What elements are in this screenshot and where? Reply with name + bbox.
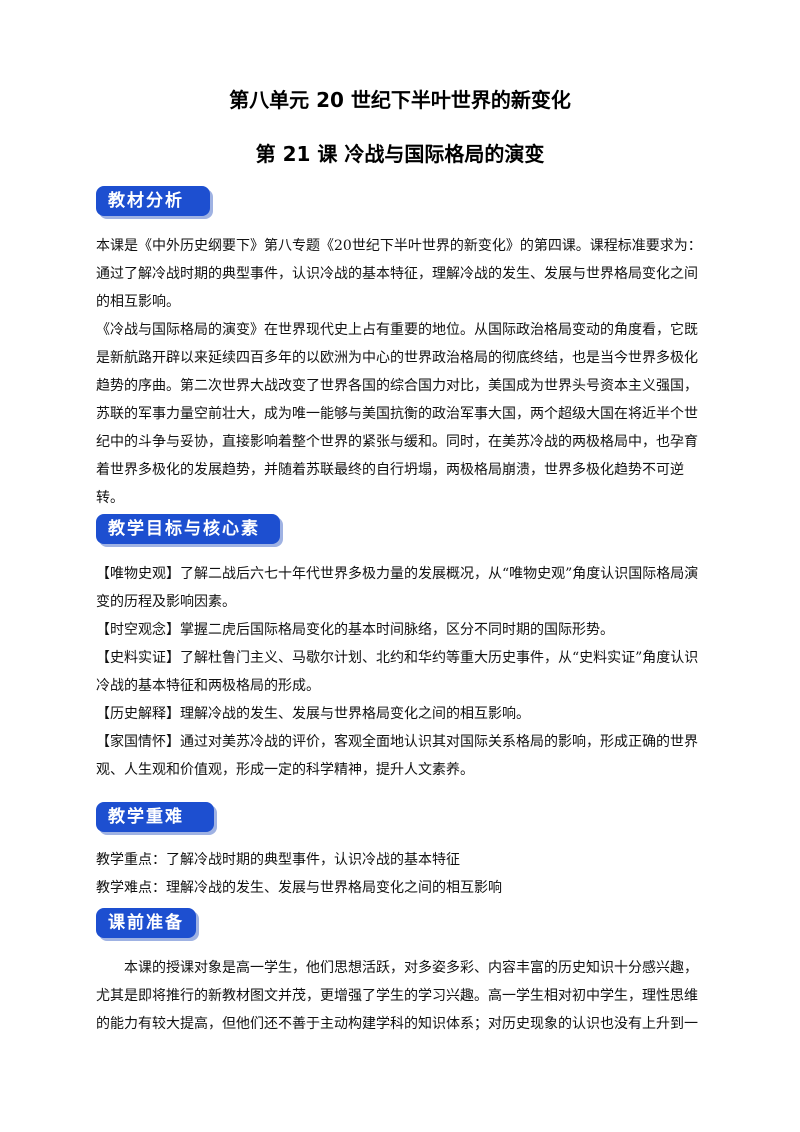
goal-item: 【时空观念】掌握二虎后国际格局变化的基本时间脉络，区分不同时期的国际形势。 — [96, 622, 614, 638]
analysis-paragraph-1: 本课是《中外历史纲要下》第八专题《20世纪下半叶世界的新变化》的第四课。课程标准… — [96, 238, 702, 310]
goal-item: 【唯物史观】了解二战后六七十年代世界多极力量的发展概况，从“唯物史观”角度认识国… — [96, 566, 699, 610]
section-heading-prep: 课前准备 — [96, 908, 196, 938]
unit-title: 第八单元 20 世纪下半叶世界的新变化 — [229, 88, 571, 112]
goals-section: 【唯物史观】了解二战后六七十年代世界多极力量的发展概况，从“唯物史观”角度认识国… — [96, 560, 708, 784]
key-point: 教学重点：了解冷战时期的典型事件，认识冷战的基本特征 — [96, 852, 460, 868]
analysis-paragraph-2: 《冷战与国际格局的演变》在世界现代史上占有重要的地位。从国际政治格局变动的角度看… — [96, 322, 698, 506]
analysis-section: 本课是《中外历史纲要下》第八专题《20世纪下半叶世界的新变化》的第四课。课程标准… — [96, 232, 708, 512]
goal-item: 【历史解释】理解冷战的发生、发展与世界格局变化之间的相互影响。 — [96, 706, 530, 722]
prep-section: 本课的授课对象是高一学生，他们思想活跃，对多姿多彩、内容丰富的历史知识十分感兴趣… — [96, 954, 708, 1038]
prep-paragraph: 本课的授课对象是高一学生，他们思想活跃，对多姿多彩、内容丰富的历史知识十分感兴趣… — [96, 960, 698, 1032]
difficult-point: 教学难点：理解冷战的发生、发展与世界格局变化之间的相互影响 — [96, 880, 502, 896]
keypoints-section: 教学重点：了解冷战时期的典型事件，认识冷战的基本特征 教学难点：理解冷战的发生、… — [96, 846, 708, 902]
section-heading-analysis: 教材分析 — [96, 186, 210, 216]
lesson-title: 第 21 课 冷战与国际格局的演变 — [255, 142, 545, 166]
section-heading-goals: 教学目标与核心素养 — [96, 514, 280, 569]
goal-item: 【家国情怀】通过对美苏冷战的评价，客观全面地认识其对国际关系格局的影响，形成正确… — [96, 734, 698, 778]
goal-item: 【史料实证】了解杜鲁门主义、马歇尔计划、北约和华约等重大历史事件，从“史料实证”… — [96, 650, 699, 694]
section-heading-keypoints: 教学重难点 — [96, 802, 214, 857]
